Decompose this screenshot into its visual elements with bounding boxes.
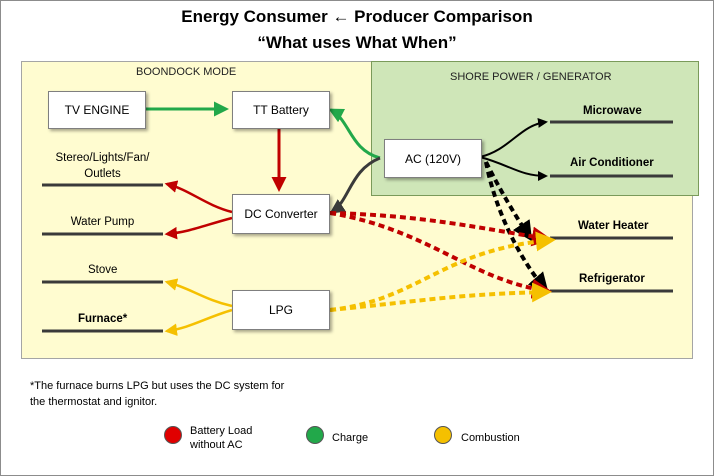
lpg-to-waterheater-wire (329, 231, 556, 312)
dc-converter-label: DC Converter (244, 207, 318, 221)
lpg-to-furnace-wire (164, 308, 233, 336)
lpg-box: LPG (232, 290, 330, 330)
tv-engine-label: TV ENGINE (64, 103, 130, 117)
refrigerator-label: Refrigerator (579, 273, 645, 285)
tv-engine-box: TV ENGINE (48, 91, 146, 129)
legend-battery-swatch (164, 426, 182, 444)
lpg-label: LPG (268, 303, 293, 317)
converter-to-pump-wire (164, 216, 233, 240)
tt-battery-box: TT Battery (232, 91, 330, 129)
ac-to-airconditioner-wire (479, 156, 548, 181)
stereo-label-1: Stereo/Lights/Fan/ (55, 152, 150, 164)
shore-zone-label: SHORE POWER / GENERATOR (450, 71, 612, 83)
ac-box: AC (120V) (384, 139, 482, 178)
legend-battery-line1: Battery Load (190, 425, 253, 437)
ac-label: AC (120V) (404, 151, 462, 166)
consumer-bars (42, 120, 673, 333)
legend-charge-swatch (306, 426, 324, 444)
dc-converter-box: DC Converter (232, 194, 330, 234)
legend-charge-label: Charge (332, 432, 369, 444)
legend-combustion-swatch (434, 426, 452, 444)
stove-label: Stove (88, 264, 118, 276)
stereo-label-2: Outlets (84, 168, 121, 180)
legend-combustion-label: Combustion (461, 432, 520, 444)
boondock-zone-label: BOONDOCK MODE (136, 66, 237, 78)
furnace-label: Furnace* (78, 313, 128, 325)
air-conditioner-label: Air Conditioner (570, 157, 654, 169)
water-heater-label: Water Heater (578, 220, 649, 232)
converter-to-waterheater-wire (329, 211, 552, 247)
ac-to-battery-wire (328, 108, 381, 160)
footnote: *The furnace burns LPG but uses the DC s… (30, 380, 285, 408)
diagram-subtitle: “What uses What When” (257, 33, 457, 52)
converter-to-refrigerator-wire (329, 211, 552, 299)
legend-battery-line2: without AC (190, 439, 243, 451)
ac-to-waterheater-wire (484, 161, 533, 242)
converter-to-stereo-wire (164, 180, 233, 214)
water-pump-label: Water Pump (70, 216, 135, 228)
ac-to-converter-wire (329, 156, 381, 214)
microwave-label: Microwave (583, 105, 642, 117)
lpg-to-stove-wire (164, 278, 233, 308)
ac-to-microwave-wire (479, 117, 548, 158)
diagram-title: Energy Consumer ← Producer Comparison (181, 7, 533, 26)
lpg-to-refrigerator-wire (329, 282, 552, 312)
tt-battery-label: TT Battery (253, 103, 309, 117)
